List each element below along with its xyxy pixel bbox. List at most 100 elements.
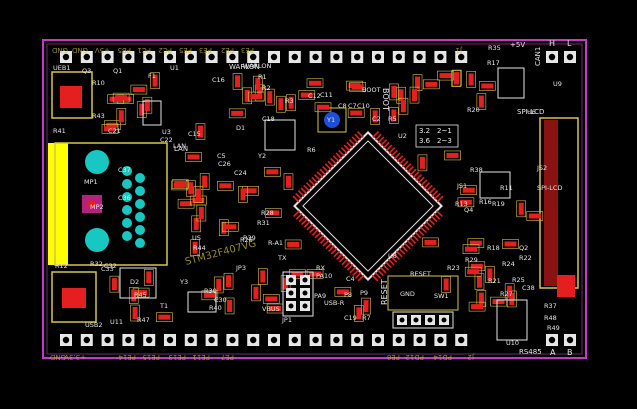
smd-outline [334,287,352,297]
refdes-label: U9 [553,80,562,88]
mcu-pin [417,176,425,184]
smd-pad [467,269,480,275]
mcu-pin [346,263,354,271]
smd-pad [104,126,117,132]
smd-pad [144,99,150,112]
mcu-pin [398,247,406,255]
mcu-pin [333,250,341,258]
smd-outline [201,290,219,301]
refdes-label: JP1 [281,316,292,324]
smd-pad [188,182,194,195]
smd-pad [507,285,513,298]
mcu-pin [430,215,438,223]
smd-outline [444,150,461,161]
mcu-pin [343,144,351,152]
mcu-pin [409,168,417,176]
refdes-label: TX [277,254,287,262]
bottom-header-pin-hole [62,336,70,344]
board-edge-inner [46,43,583,355]
smd-outline [354,305,364,322]
mcu-pin [393,152,401,160]
top-header-j1 [60,51,468,63]
refdes-label: R6 [307,146,316,154]
refdes-label: U6 [527,108,536,116]
smd-pad [462,187,475,193]
refdes-label: Y1 [326,116,335,124]
top-header-pin-hole [270,53,278,61]
button-header [392,311,454,329]
refdes-label: R29 [465,256,478,264]
smd-outline [156,312,173,323]
smd-pad [528,213,541,219]
smd-pad [267,210,280,216]
refdes-label: PA10 [316,272,332,280]
jumper-pins [286,275,310,311]
mcu-pin [396,155,404,163]
mcu-pin [428,218,435,226]
refdes-label: Q1 [113,67,122,75]
mcu-pin [354,272,362,279]
bottom-header-pin-hole [166,336,174,344]
refdes-label: R5 [388,115,397,123]
top-header-pin-hole [437,53,444,61]
smd-pad [424,239,437,245]
smd-pad [443,278,449,291]
mcu-pin [399,157,406,165]
bottom-header-label: J2 [467,353,475,361]
refdes-label: R48 [544,314,557,322]
top-header-label: GND [52,46,68,54]
refdes-label: R19 [492,200,505,208]
smd-outline [171,180,189,191]
refdes-label: R32 [90,260,103,268]
refdes-label: U10 [506,339,519,347]
refdes-label: BOOT [362,86,381,94]
smd-outline [264,208,282,218]
smd-pad [308,80,321,86]
bottom-header-pin-hole [83,336,91,344]
smd-outline [412,74,423,91]
refdes-label: C32 [104,262,117,270]
smd-pad [372,110,378,123]
refdes-label: R20 [467,106,480,114]
mcu-pin [391,149,398,157]
smd-pad [131,289,137,302]
smd-pad [235,75,241,88]
smd-pad [309,271,322,277]
mcu-pin [292,195,300,203]
smd-pad [288,96,294,109]
mcu-pin [303,220,311,228]
refdes-label: C21 [108,127,121,135]
smd-pad [287,241,300,247]
smd-outline [409,86,420,104]
smd-pad [244,188,257,194]
smd-pad [174,181,187,187]
smd-pad [118,110,124,123]
mcu-pin [401,245,409,252]
rs485-label-b: B [567,348,573,357]
smd-outline [191,215,202,233]
refdes-label: R24 [502,260,515,268]
smd-pad [265,296,278,302]
smd-pad [146,271,152,284]
mcu-pin [317,234,325,242]
refdes-label: R47 [137,316,150,324]
refdes-label: C18 [262,115,275,123]
lan-label: LAN [174,145,188,153]
refdes-label: C24 [234,169,247,177]
smd-pad [266,169,279,175]
mcu-pin [411,234,419,242]
refdes-label: RESET [410,270,431,278]
mcu-pin [319,237,327,244]
mcu-pin [428,187,436,195]
mcu-pin [298,215,306,223]
bottom-header-label: PD14 [433,353,452,361]
bottom-header-label: PE14 [118,353,136,361]
smd-outline [437,70,454,81]
mcu-pin [395,250,403,258]
mcu-pin [311,229,319,236]
refdes-label: U2 [398,132,407,140]
mcu-pin [385,261,392,269]
top-header-pin-hole [229,53,236,61]
eth-pin [122,205,132,215]
